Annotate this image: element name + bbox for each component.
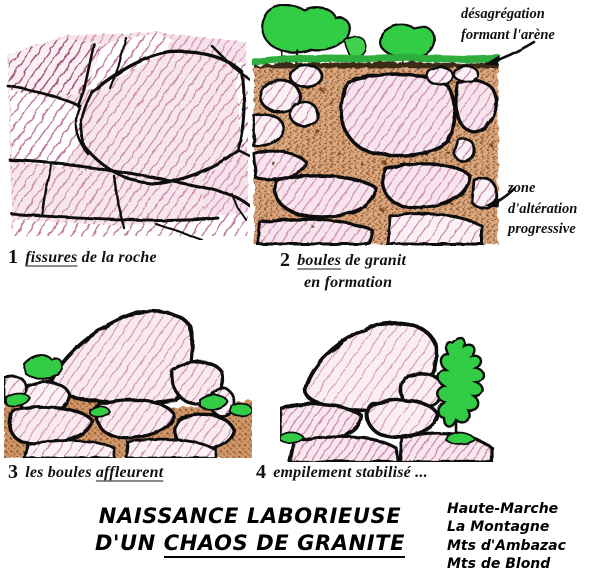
stage-4-caption: 4 empilement stabilisé ...: [256, 461, 428, 484]
place-list: Haute-Marche La Montagne Mts d'Ambazac M…: [447, 500, 566, 574]
stage-2-caption: 2 boules de granit: [280, 249, 406, 272]
stage-3-illustration: [4, 309, 252, 458]
annotation-desagregation: désagrégation formant l'arène: [461, 4, 555, 45]
fissure-lines: [6, 36, 250, 240]
stage-1-illustration: [6, 32, 250, 240]
arene-speckle: [272, 88, 494, 228]
conifer-shrub: [280, 336, 485, 446]
annotation-desagregation-line2: formant l'arène: [461, 26, 555, 43]
place-item-2: Mts d'Ambazac: [447, 537, 566, 554]
annotation-zone-alteration: zone d'altération progressive: [508, 178, 577, 240]
stage-2-illustration: [252, 4, 500, 246]
stage-3-number: 3: [8, 461, 19, 483]
title-line-2: D'UN CHAOS DE GRANITE: [60, 530, 440, 559]
boules-group-3: [4, 309, 236, 458]
stage-4-caption-text: empilement stabilisé ...: [273, 464, 428, 481]
place-item-3: Mts de Blond: [447, 556, 551, 573]
stage-2-caption-rest: de granit: [341, 252, 407, 269]
boules-stack-4: [280, 321, 494, 462]
stage-3-caption-underlined: affleurent: [95, 464, 164, 481]
place-item-0: Haute-Marche: [447, 501, 559, 517]
stage-1-caption: 1 fissures de la roche: [8, 246, 157, 269]
stage-4-panel: [280, 320, 500, 462]
title-line-2-underlined: CHAOS DE GRANITE: [163, 531, 406, 559]
vegetation-group: [252, 4, 500, 69]
stage-3-caption-prefix: les boules: [25, 464, 96, 481]
stage-1-caption-rest: de la roche: [77, 249, 157, 266]
annotation-zone-line1: zone: [508, 180, 536, 196]
stage-3-caption: 3 les boules affleurent: [8, 461, 163, 484]
annotation-zone-arrow: [485, 186, 517, 208]
stage-2-panel: [252, 4, 500, 248]
stage-1-number: 1: [8, 246, 19, 268]
stage-1-caption-underlined: fissures: [25, 249, 78, 266]
annotation-desagregation-line1: désagrégation: [461, 6, 545, 22]
place-item-1: La Montagne: [447, 519, 550, 536]
annotation-zone-line2: d'altération: [508, 200, 578, 217]
stage-3-panel: [4, 306, 252, 458]
stage-4-illustration: [280, 321, 494, 462]
stage-2-caption-line2-text: en formation: [304, 274, 393, 291]
annotation-desagregation-arrow: [484, 40, 536, 66]
title-line-2-prefix: D'UN: [94, 531, 164, 556]
stage-2-caption-line2: en formation: [304, 274, 392, 292]
annotation-zone-line3: progressive: [508, 221, 576, 238]
boules-group: [252, 63, 498, 246]
title-line-1: NAISSANCE LABORIEUSE: [98, 504, 402, 528]
stage-1-panel: [6, 28, 250, 240]
main-title: NAISSANCE LABORIEUSE D'UN CHAOS DE GRANI…: [60, 503, 440, 559]
stage-4-number: 4: [256, 461, 267, 483]
stage-2-number: 2: [280, 249, 291, 271]
vegetation-tufts-3: [5, 354, 252, 418]
stage-2-caption-underlined: boules: [297, 252, 342, 269]
